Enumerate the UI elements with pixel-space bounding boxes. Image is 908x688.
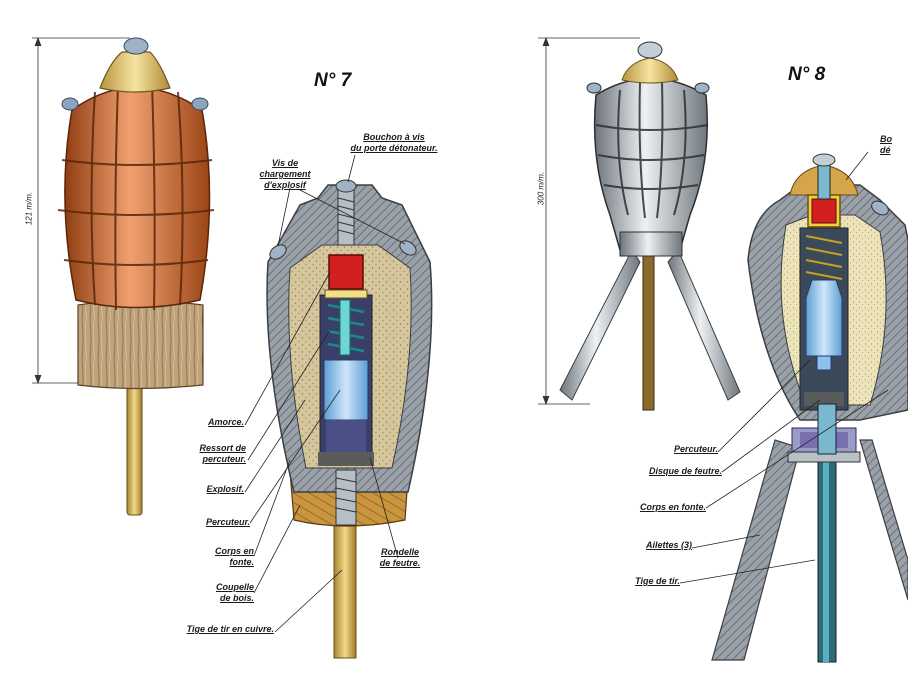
n8-leader-lines (679, 151, 889, 584)
n7-label-vis: Vis de chargement d'explosif (259, 158, 311, 190)
n7-leader-lines (244, 154, 406, 633)
n8-label-ailettes: Ailettes (3) (645, 540, 692, 550)
n7-dimension-line (32, 36, 130, 385)
n7-label-corps: Corps en fonte. (214, 546, 254, 567)
n7-exterior-grenade (57, 37, 215, 516)
n7-dimension-label: 121 m/m. (24, 191, 34, 226)
n8-title: N° 8 (788, 64, 826, 85)
n8-label-bouchon-partial: Bo dé (880, 134, 892, 155)
n7-title: N° 7 (314, 70, 352, 91)
n8-label-percuteur: Percuteur. (673, 444, 718, 454)
n7-label-rondelle: Rondelle de feutre. (379, 547, 421, 568)
n7-label-tige: Tige de tir en cuivre. (186, 624, 274, 634)
n7-label-coupelle: Coupelle de bois. (215, 582, 254, 603)
n8-exterior-grenade (559, 41, 741, 411)
n8-dimension-label: 300 m/m. (536, 171, 546, 206)
n7-label-bouchon: Bouchon à vis du porte détonateur. (350, 132, 438, 153)
n8-cross-section (711, 153, 908, 663)
n7-label-amorce: Amorce. (207, 417, 244, 427)
n8-label-disque: Disque de feutre. (648, 466, 722, 476)
n7-label-explosif: Explosif. (206, 484, 244, 494)
n8-label-corps: Corps en fonte. (639, 502, 706, 512)
n8-dimension-line (538, 36, 640, 406)
n7-cross-section (266, 179, 433, 659)
n7-label-ressort: Ressort de percuteur. (199, 443, 246, 464)
n7-label-percuteur: Percuteur. (205, 517, 250, 527)
n8-label-tige: Tige de tir. (635, 576, 680, 586)
